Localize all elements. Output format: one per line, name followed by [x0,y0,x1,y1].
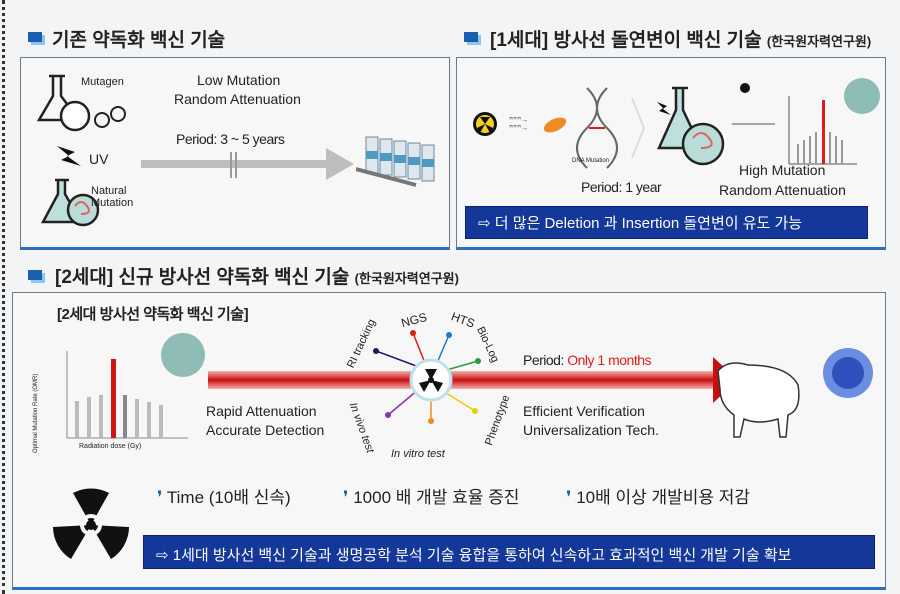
slide-edge-dots [2,0,5,594]
benefit-time: ❜ Time (10배 신속) [157,488,291,507]
section-bullet-icon [28,32,42,42]
benefit-cost-text: 10배 이상 개발비용 저감 [576,488,751,507]
conventional-title: 기존 약독화 백신 기술 [52,30,226,51]
benefit-time-text: Time (10배 신속) [166,488,291,507]
gen2-banner: ⇨ 1세대 방사선 백신 기술과 생명공학 분석 기술 융합을 통하여 신속하고… [143,535,875,569]
benefit-cost: ❜ 10배 이상 개발비용 저감 [566,488,751,507]
mutagen-label: Mutagen [81,76,124,88]
virus-closeup-icon [844,78,880,114]
x-axis-label: Radiation dose (Gy) [79,443,142,450]
period-label: Period: 3 ~ 5 years [176,131,285,147]
universalization-label: Universalization Tech. [523,422,659,438]
high-mutation-label: High Mutation [739,162,826,178]
gen2-title: [2세대] 신규 방사선 약독화 백신 기술 (한국원자력연구원) [55,262,459,289]
gray-arrow [141,148,354,180]
mutation-rate-mini-chart [788,96,857,165]
benefit-efficiency: ❜ 1000 배 개발 효율 증진 [343,488,520,507]
flask-mutagen-icon [36,74,126,227]
uv-label: UV [89,151,109,167]
accurate-detection-label: Accurate Detection [206,422,325,438]
gen2-period: Period: Only 1 months [523,352,652,368]
gen1-panel: ꟸꟸꟸ→ꟸꟸꟸ→ DNA Mutation Period: 1 year Hig… [456,57,886,250]
rapid-attenuation-label: Rapid Attenuation [206,403,317,419]
gen1-org: (한국원자력연구원) [766,34,872,49]
dna-icon [576,87,618,169]
gen1-period-label: Period: 1 year [581,179,662,195]
dna-mutation-label: DNA Mutation [572,158,610,164]
gen2-period-label: Period: [523,352,568,368]
gen2-panel: [2세대 방사선 약독화 백신 기술] Optimal Mutation Rat… [12,292,886,590]
efficient-verification-label: Efficient Verification [523,403,645,419]
virus-closeup-icon [161,333,205,377]
svg-text:ꟸꟸꟸ→: ꟸꟸꟸ→ [509,116,528,124]
red-arrow-shaft [208,371,718,389]
radiation-small-icon [740,83,750,93]
gen2-process-graphic [66,330,873,439]
radiation-symbol-icon [53,488,129,559]
section-bullet-icon [28,270,42,280]
low-mutation-label: Low Mutation [197,72,281,88]
pig-icon [717,362,800,438]
gen2-title-text: [2세대] 신규 방사선 약독화 백신 기술 [55,267,350,288]
hub-in-vitro-test: In vitro test [391,448,445,460]
gen1-title-text: [1세대] 방사선 돌연변이 백신 기술 [490,30,762,51]
gen2-period-value: Only 1 months [567,352,652,368]
bacterium-icon [543,117,567,133]
conventional-panel: Mutagen UV Natural Mutation Low Mutation… [20,57,450,250]
random-attenuation-label-2: Random Attenuation [719,182,846,198]
lightning-icon [57,146,81,166]
gen1-banner: ⇨ 더 많은 Deletion 과 Insertion 돌연변이 유도 가능 [465,206,868,239]
random-attenuation-label: Random Attenuation [174,91,301,107]
gen2-subtitle: [2세대 방사선 약독화 백신 기술] [57,306,249,323]
natural-mutation-label: Natural Mutation [91,185,134,209]
section-bullet-icon [464,32,478,42]
vaccine-vials-icon [356,136,435,187]
gen1-process-graphic: ꟸꟸꟸ→ꟸꟸꟸ→ [473,78,880,169]
gen1-title: [1세대] 방사선 돌연변이 백신 기술 (한국원자력연구원) [490,25,871,52]
mutation-rate-chart [66,351,188,439]
y-axis-label: Optimal Mutation Rate (OMR) [33,373,39,453]
gen2-org: (한국원자력연구원) [354,271,459,286]
benefit-efficiency-text: 1000 배 개발 효율 증진 [353,488,520,507]
svg-text:ꟸꟸꟸ→: ꟸꟸꟸ→ [509,124,528,132]
